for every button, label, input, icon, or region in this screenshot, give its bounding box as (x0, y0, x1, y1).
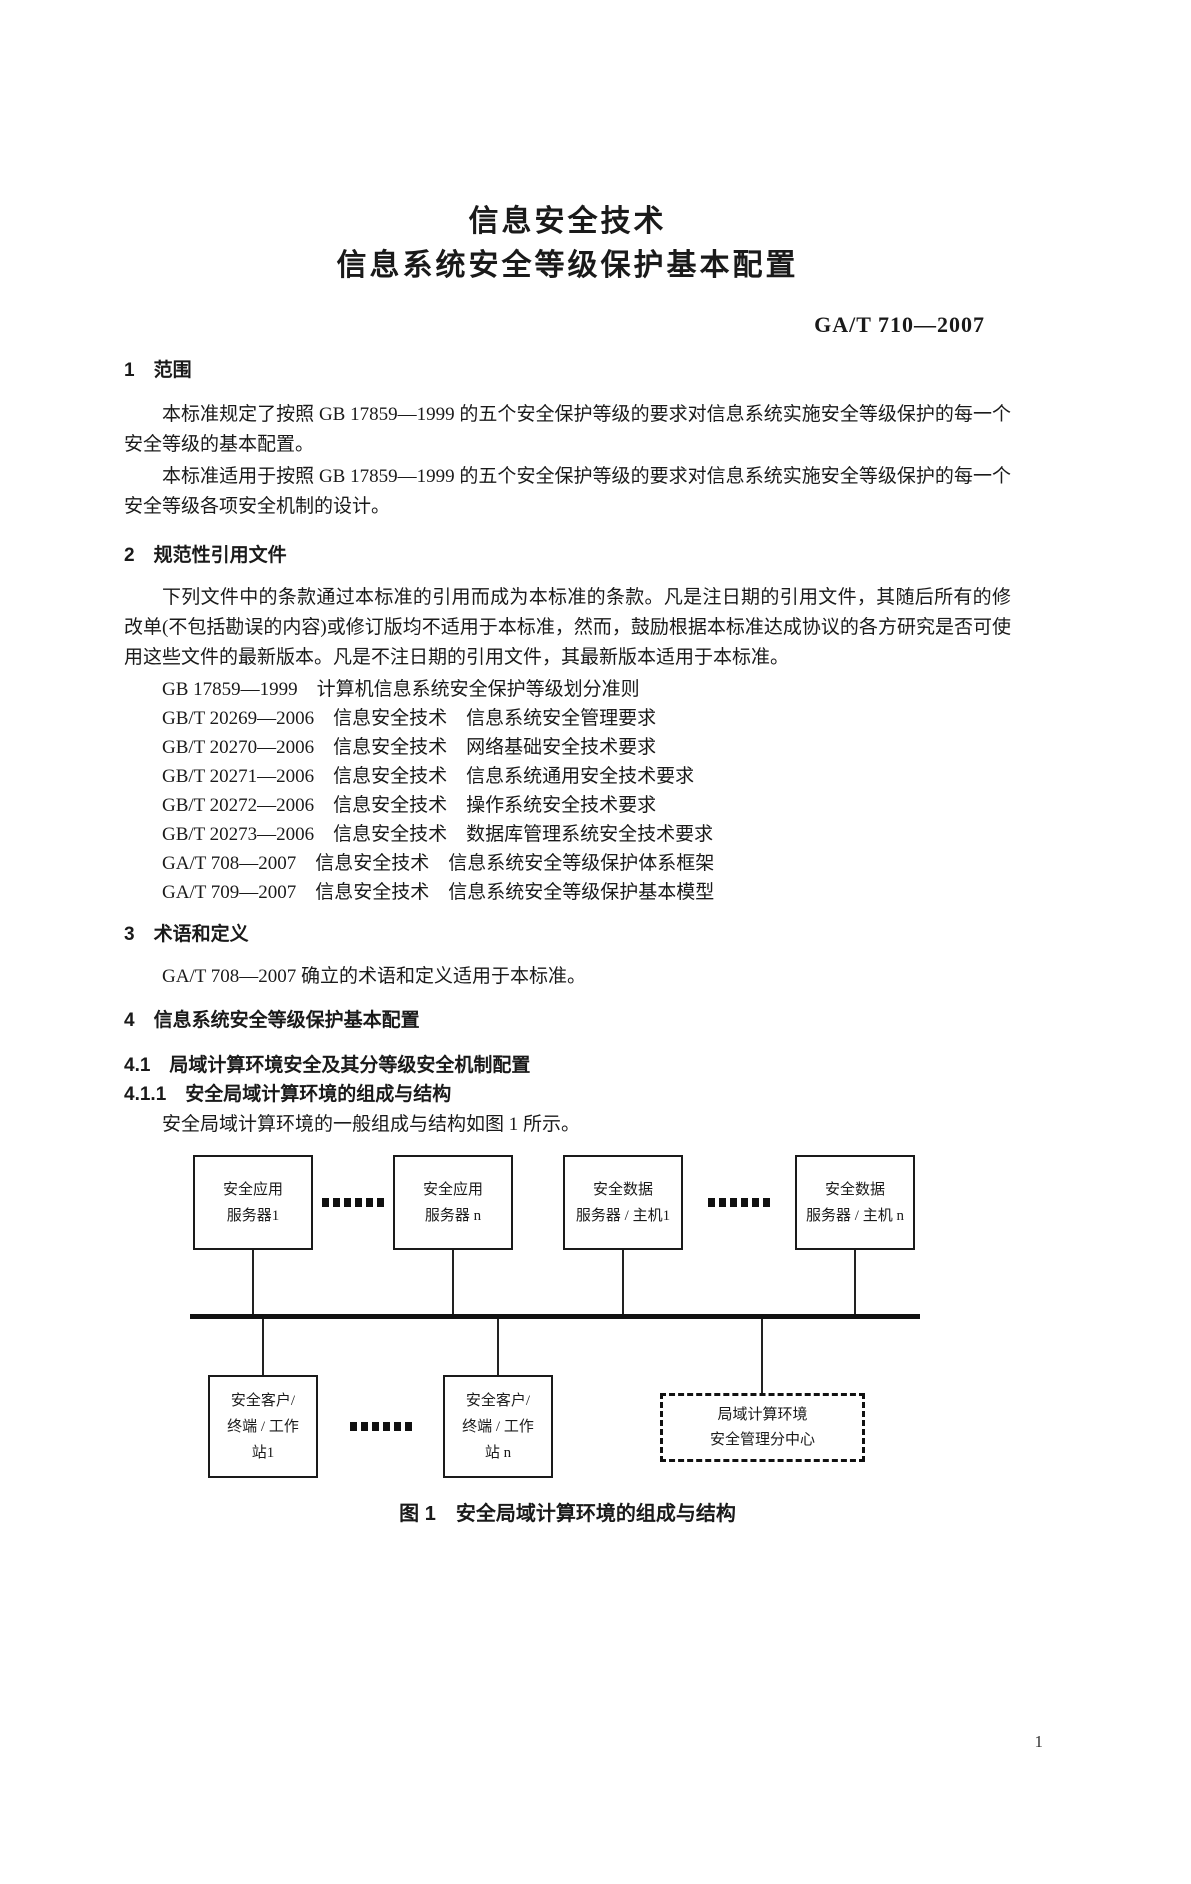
section-4-1-heading: 4.1 局域计算环境安全及其分等级安全机制配置 (124, 1055, 531, 1076)
section-3-heading: 3 术语和定义 (124, 924, 249, 945)
reference-item: GB/T 20270—2006 信息安全技术 网络基础安全技术要求 (162, 737, 657, 758)
section-2-heading: 2 规范性引用文件 (124, 545, 287, 566)
reference-item: GA/T 709—2007 信息安全技术 信息系统安全等级保护基本模型 (162, 882, 715, 903)
reference-item: GB/T 20273—2006 信息安全技术 数据库管理系统安全技术要求 (162, 824, 714, 845)
reference-list: GB 17859—1999 计算机信息系统安全保护等级划分准则 GB/T 202… (124, 675, 1011, 907)
section-4-heading: 4 信息系统安全等级保护基本配置 (124, 1010, 420, 1031)
data-server-1-label-line2: 服务器 / 主机1 (575, 1207, 671, 1224)
section-2-intro: 下列文件中的条款通过本标准的引用而成为本标准的条款。凡是注日期的引用文件，其随后… (124, 587, 1011, 668)
dotted-separator (708, 1198, 770, 1207)
connector-line (252, 1250, 254, 1316)
document-title-line1: 信息安全技术 (468, 205, 667, 238)
section-1-paragraph-1: 本标准规定了按照 GB 17859—1999 的五个安全保护等级的要求对信息系统… (124, 404, 1011, 455)
section-4-paragraph-1: 安全局域计算环境的一般组成与结构如图 1 所示。 (162, 1114, 581, 1135)
reference-item: GA/T 708—2007 信息安全技术 信息系统安全等级保护体系框架 (162, 853, 715, 874)
data-server-n-label-line1: 安全数据 (824, 1181, 885, 1198)
client-terminal-n-label-line3: 站 n (484, 1444, 512, 1461)
connector-line (262, 1319, 264, 1375)
reference-item: GB/T 20271—2006 信息安全技术 信息系统通用安全技术要求 (162, 766, 695, 787)
client-terminal-1-label-line3: 站1 (251, 1444, 275, 1461)
client-terminal-1-label-line2: 终端 / 工作 (227, 1418, 299, 1435)
section-1-paragraph-2: 本标准适用于按照 GB 17859—1999 的五个安全保护等级的要求对信息系统… (124, 466, 1011, 517)
reference-item: GB/T 20269—2006 信息安全技术 信息系统安全管理要求 (162, 708, 657, 729)
connector-line (452, 1250, 454, 1316)
page-number: 1 (1034, 1732, 1044, 1751)
reference-item: GB/T 20272—2006 信息安全技术 操作系统安全技术要求 (162, 795, 657, 816)
app-server-n-box: 安全应用 服务器 n (393, 1155, 513, 1250)
client-terminal-n-label-line1: 安全客户/ (465, 1392, 531, 1409)
client-terminal-n-box: 安全客户/ 终端 / 工作 站 n (443, 1375, 553, 1478)
app-server-n-label-line1: 安全应用 (422, 1181, 483, 1198)
connector-line (761, 1319, 763, 1395)
document-title: 信息安全技术 信息系统安全等级保护基本配置 (124, 200, 1011, 288)
data-server-1-label-line1: 安全数据 (592, 1181, 653, 1198)
client-terminal-1-label-line1: 安全客户/ (230, 1392, 296, 1409)
section-1-heading: 1 范围 (124, 360, 192, 381)
app-server-1-label-line2: 服务器1 (226, 1207, 280, 1224)
section-4-1-1-heading: 4.1.1 安全局域计算环境的组成与结构 (124, 1084, 452, 1105)
connector-line (854, 1250, 856, 1316)
dotted-separator (322, 1198, 384, 1207)
data-server-n-box: 安全数据 服务器 / 主机 n (795, 1155, 915, 1250)
figure-caption: 图 1 安全局域计算环境的组成与结构 (399, 1503, 736, 1525)
network-bus-line (190, 1314, 920, 1319)
document-title-line2: 信息系统安全等级保护基本配置 (336, 249, 799, 282)
client-terminal-n-label-line2: 终端 / 工作 (462, 1418, 534, 1435)
connector-line (497, 1319, 499, 1375)
dotted-separator (350, 1422, 412, 1431)
management-center-label-line1: 局域计算环境 (717, 1406, 808, 1423)
app-server-n-label-line2: 服务器 n (424, 1207, 482, 1224)
app-server-1-box: 安全应用 服务器1 (193, 1155, 313, 1250)
data-server-1-box: 安全数据 服务器 / 主机1 (563, 1155, 683, 1250)
data-server-n-label-line2: 服务器 / 主机 n (806, 1207, 904, 1224)
client-terminal-1-box: 安全客户/ 终端 / 工作 站1 (208, 1375, 318, 1478)
standard-number: GA/T 710—2007 (814, 312, 985, 337)
connector-line (622, 1250, 624, 1316)
reference-item: GB 17859—1999 计算机信息系统安全保护等级划分准则 (162, 679, 640, 700)
document-page: 信息安全技术 信息系统安全等级保护基本配置 1 范围 本标准规定了按照 GB 1… (0, 200, 1191, 1528)
app-server-1-label-line1: 安全应用 (222, 1181, 283, 1198)
figure-1-diagram: 安全应用 服务器1 安全应用 服务器 n 安全数据 服务器 / 主机1 安全数据… (124, 1148, 1011, 1498)
management-center-box: 局域计算环境 安全管理分中心 (660, 1393, 865, 1462)
management-center-label-line2: 安全管理分中心 (709, 1431, 815, 1448)
section-3-paragraph-1: GA/T 708—2007 确立的术语和定义适用于本标准。 (162, 966, 586, 987)
